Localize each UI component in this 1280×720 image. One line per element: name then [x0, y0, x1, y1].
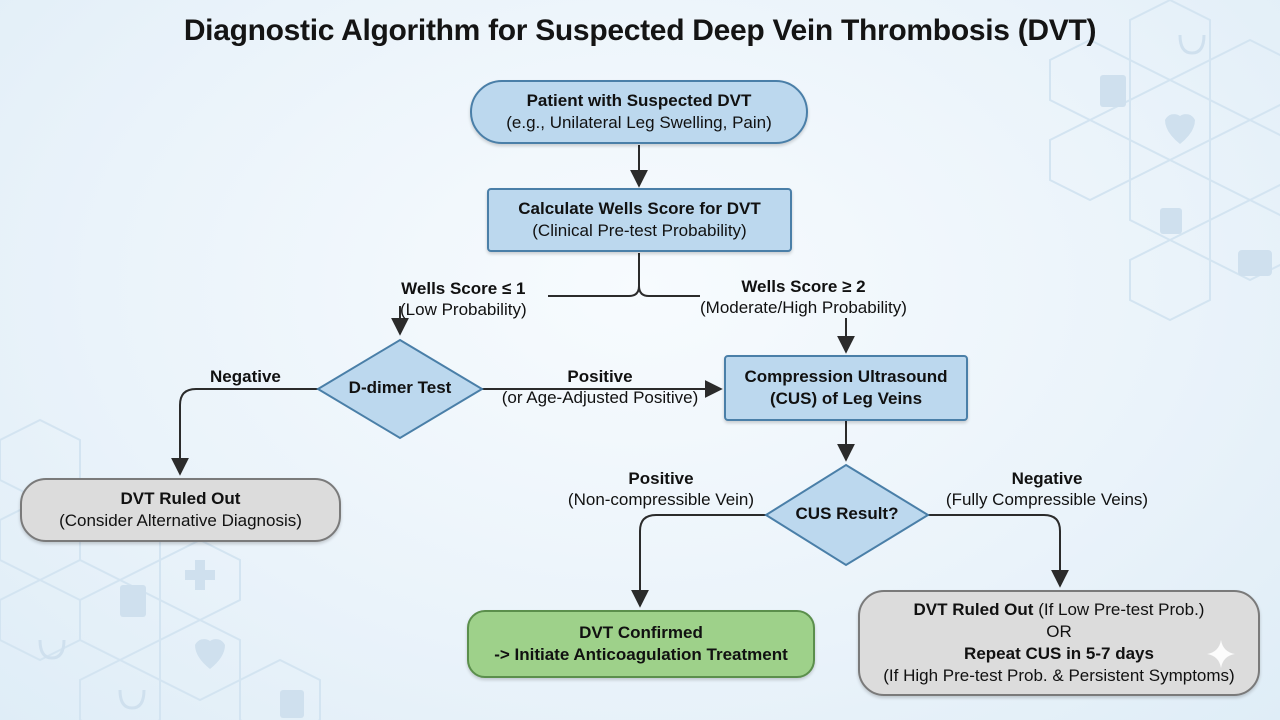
- wells-score-title: Calculate Wells Score for DVT: [518, 199, 761, 218]
- repeat-cus-condition: (If High Pre-test Prob. & Persistent Sym…: [883, 666, 1235, 685]
- cus-node-title: Compression Ultrasound: [744, 367, 948, 386]
- page-title: Diagnostic Algorithm for Suspected Deep …: [183, 14, 1097, 47]
- ruled-out-title: DVT Ruled Out: [120, 489, 241, 508]
- cus-node: Compression Ultrasound (CUS) of Leg Vein…: [724, 355, 968, 421]
- repeat-cus-title: Repeat CUS in 5-7 days: [964, 644, 1154, 663]
- cus-node-subtitle: (CUS) of Leg Veins: [769, 389, 923, 408]
- start-node-subtitle: (e.g., Unilateral Leg Swelling, Pain): [506, 113, 772, 132]
- or-separator: OR: [1046, 622, 1072, 641]
- edge-ddimer-positive-sub: (or Age-Adjusted Positive): [501, 388, 699, 407]
- edge-wells-high-title: Wells Score ≥ 2: [741, 277, 866, 296]
- edge-wells-low-sub: (Low Probability): [400, 300, 527, 319]
- arrow-cus-positive: [631, 514, 766, 608]
- start-node: Patient with Suspected DVT (e.g., Unilat…: [470, 80, 808, 144]
- ruled-out-node: DVT Ruled Out (Consider Alternative Diag…: [20, 478, 341, 542]
- edge-cus-positive-title: Positive: [628, 469, 694, 488]
- wells-score-node: Calculate Wells Score for DVT (Clinical …: [487, 188, 792, 252]
- cus-result-diamond: [764, 463, 930, 567]
- edge-cus-negative: Negative (Fully Compressible Veins): [938, 468, 1156, 510]
- ruled-out-2-title: DVT Ruled Out: [913, 600, 1034, 619]
- ruled-out-subtitle: (Consider Alternative Diagnosis): [59, 511, 302, 530]
- arrow-cus-negative: [928, 514, 1069, 588]
- edge-cus-positive-sub: (Non-compressible Vein): [567, 490, 755, 509]
- edge-cus-positive: Positive (Non-compressible Vein): [560, 468, 762, 510]
- edge-wells-high: Wells Score ≥ 2 (Moderate/High Probabili…: [700, 276, 907, 318]
- edge-ddimer-positive: Positive (or Age-Adjusted Positive): [494, 366, 706, 408]
- edge-cus-negative-sub: (Fully Compressible Veins): [945, 490, 1149, 509]
- dvt-confirmed-title: DVT Confirmed: [579, 623, 703, 642]
- ddimer-label: D-dimer Test: [348, 378, 452, 397]
- wells-score-subtitle: (Clinical Pre-test Probability): [532, 221, 747, 240]
- edge-ddimer-positive-title: Positive: [567, 367, 633, 386]
- arrow-ddimer-negative: [171, 388, 318, 476]
- ddimer-diamond: [316, 338, 484, 440]
- edge-wells-high-sub: (Moderate/High Probability): [700, 298, 907, 317]
- ruled-out-2-condition: (If Low Pre-test Prob.): [1033, 600, 1205, 619]
- wells-split-bracket: [548, 253, 700, 297]
- edge-wells-low: Wells Score ≤ 1 (Low Probability): [400, 278, 527, 320]
- edge-ddimer-negative: Negative: [210, 366, 281, 387]
- dvt-confirmed-node: DVT Confirmed -> Initiate Anticoagulatio…: [467, 610, 815, 678]
- cus-result-label: CUS Result?: [795, 504, 899, 523]
- start-node-title: Patient with Suspected DVT: [526, 91, 752, 110]
- sparkle-icon: [1207, 640, 1235, 668]
- edge-wells-low-title: Wells Score ≤ 1: [401, 279, 526, 298]
- ruled-out-or-repeat-node: DVT Ruled Out (If Low Pre-test Prob.) OR…: [858, 590, 1260, 696]
- edge-cus-negative-title: Negative: [1011, 469, 1083, 488]
- dvt-confirmed-action: -> Initiate Anticoagulation Treatment: [494, 645, 788, 664]
- edge-ddimer-negative-title: Negative: [210, 367, 281, 386]
